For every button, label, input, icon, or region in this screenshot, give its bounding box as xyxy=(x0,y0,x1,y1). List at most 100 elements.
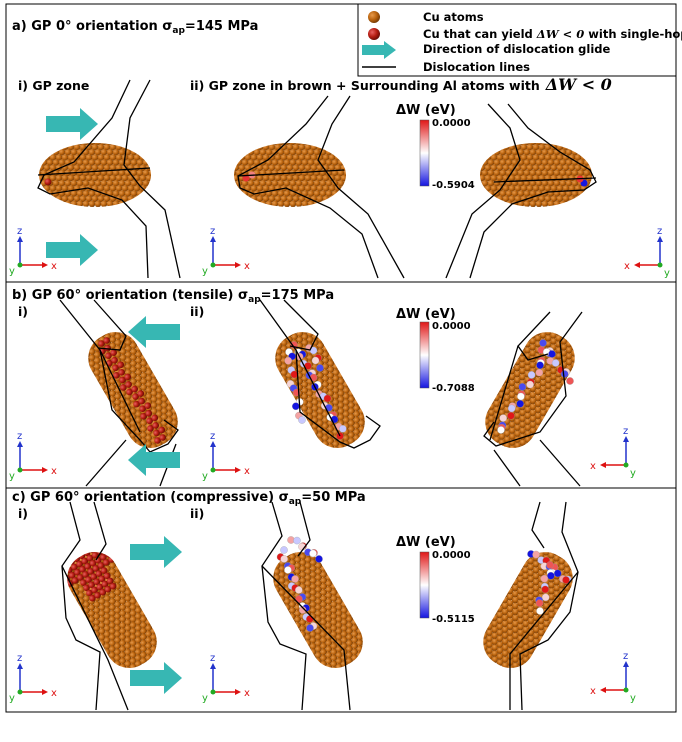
panel-b-axis-triad-2: z x y xyxy=(202,431,250,482)
atom xyxy=(497,196,504,203)
svg-text:z: z xyxy=(657,226,662,237)
panel-c-title: c) GP 60° orientation (compressive) σap=… xyxy=(12,490,366,507)
atom xyxy=(575,340,584,349)
atom xyxy=(77,347,86,356)
panel-b-colorbar-label: ΔW (eV) xyxy=(396,307,456,322)
svg-text:y: y xyxy=(9,471,15,482)
panel-a-i-red-atom xyxy=(45,179,52,186)
atom xyxy=(363,427,372,436)
atom xyxy=(572,139,579,146)
atom xyxy=(560,201,567,208)
atom xyxy=(479,154,486,161)
atom xyxy=(233,154,240,161)
atom xyxy=(491,144,498,151)
panel-c-ii-gp-zone xyxy=(257,536,375,680)
atom xyxy=(53,201,60,208)
atom xyxy=(245,144,252,151)
atom xyxy=(119,139,126,146)
atom xyxy=(476,420,485,429)
atom xyxy=(338,149,345,156)
legend-cu-label: Cu atoms xyxy=(423,10,484,24)
atom xyxy=(587,144,594,151)
dw-atom xyxy=(500,414,507,421)
atom xyxy=(341,196,348,203)
atom xyxy=(41,201,48,208)
atom xyxy=(584,139,591,146)
atom xyxy=(95,201,102,208)
atom xyxy=(77,353,86,362)
panel-c-iii-gp-zone xyxy=(469,536,587,679)
atom xyxy=(476,149,483,156)
atom xyxy=(554,139,561,146)
atom xyxy=(41,139,48,146)
atom xyxy=(332,201,339,208)
atom xyxy=(533,316,542,325)
dw-atom xyxy=(542,594,549,601)
atom xyxy=(575,352,584,361)
atom xyxy=(590,159,597,166)
atom xyxy=(590,201,597,208)
atom xyxy=(113,665,122,674)
atom xyxy=(107,201,114,208)
atom xyxy=(476,190,483,197)
panel-c-colorbar-max: 0.0000 xyxy=(432,550,471,561)
atom xyxy=(296,323,305,332)
panel-c-axis-triad-2: z x y xyxy=(202,653,250,704)
atom xyxy=(230,159,237,166)
atom xyxy=(65,201,72,208)
atom xyxy=(306,317,315,326)
panel-a-colorbar: ΔW (eV) 0.0000 -0.5904 xyxy=(396,103,475,191)
panel-b-sub-i: i) xyxy=(18,304,28,319)
atom xyxy=(544,322,553,331)
legend: Cu atoms Cu that can yieldΔW < 0with sin… xyxy=(358,4,682,76)
atom xyxy=(474,640,483,649)
atom xyxy=(71,139,78,146)
panel-c-sub-ii: ii) xyxy=(190,506,204,521)
atom xyxy=(77,341,86,350)
atom xyxy=(140,144,147,151)
atom xyxy=(306,323,315,332)
atom xyxy=(264,341,273,350)
atom xyxy=(506,139,513,146)
atom xyxy=(160,644,169,653)
atom xyxy=(233,185,240,192)
atom xyxy=(513,447,522,456)
atom xyxy=(143,139,150,146)
atom xyxy=(44,144,51,151)
atom xyxy=(476,180,483,187)
atom xyxy=(266,139,273,146)
atom xyxy=(296,201,303,208)
atom xyxy=(83,201,90,208)
svg-text:y: y xyxy=(9,693,15,704)
panel-c-glide-arrow-bottom xyxy=(130,662,182,694)
atom xyxy=(578,190,585,197)
atom xyxy=(65,139,72,146)
atom xyxy=(268,558,277,567)
svg-text:z: z xyxy=(210,653,215,664)
atom xyxy=(230,190,237,197)
atom xyxy=(324,668,333,677)
atom xyxy=(270,338,279,347)
atom xyxy=(89,201,96,208)
panel-a-axis-triad-2: z x y xyxy=(202,226,250,277)
dw-atom xyxy=(306,624,313,631)
dw-atom xyxy=(536,600,543,607)
svg-text:x: x xyxy=(244,466,250,477)
atom xyxy=(59,139,66,146)
svg-text:z: z xyxy=(17,226,22,237)
legend-cu-marker xyxy=(368,11,380,23)
panel-a-colorbar-label: ΔW (eV) xyxy=(396,103,456,118)
dw-atom xyxy=(284,566,291,573)
dw-atom xyxy=(298,416,305,423)
atom xyxy=(326,139,333,146)
atom xyxy=(181,424,190,433)
atom xyxy=(278,201,285,208)
atom xyxy=(149,180,156,187)
dw-atom xyxy=(546,561,553,568)
atom xyxy=(485,144,492,151)
atom xyxy=(531,542,540,551)
dw-atom xyxy=(295,586,302,593)
atom xyxy=(47,139,54,146)
atom xyxy=(272,201,279,208)
atom xyxy=(581,196,588,203)
